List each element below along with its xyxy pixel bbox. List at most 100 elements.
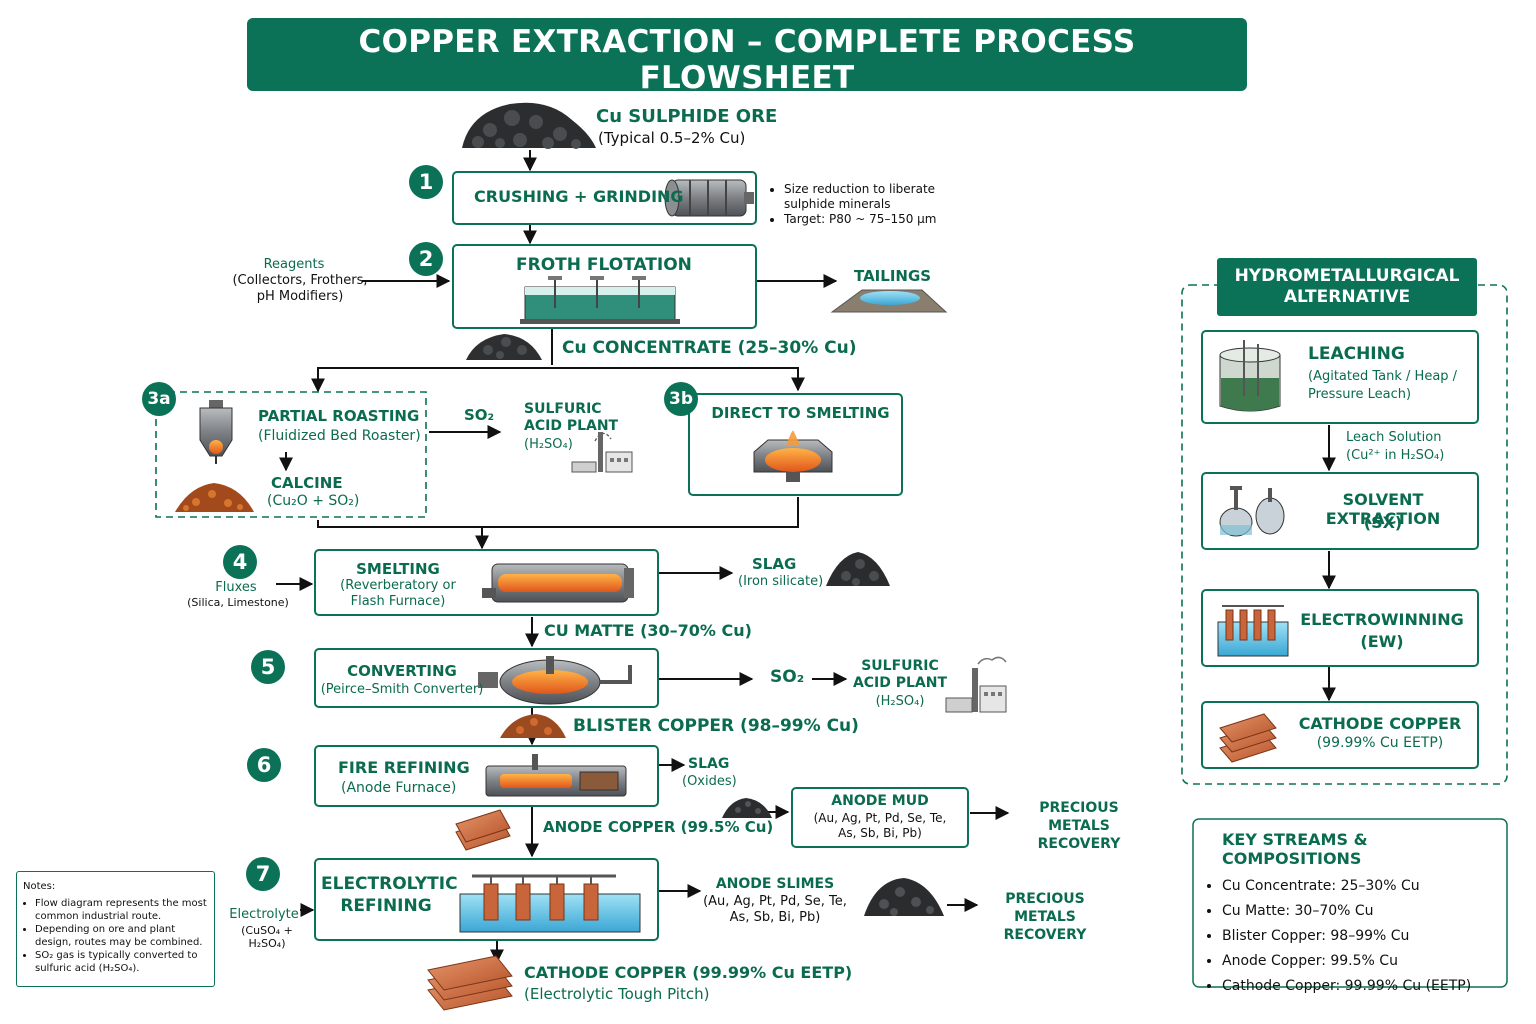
fire-refining-label: FIRE REFINING — [338, 758, 470, 777]
fluxes-label: Fluxes — [215, 580, 257, 595]
electrolytic-refining-label: ELECTROLYTIC REFINING — [321, 874, 458, 916]
reagents-label: Reagents — [263, 257, 325, 272]
acid-plant-2-formula: (H₂SO₄) — [875, 694, 925, 709]
acid-plant-factory-icon — [571, 432, 633, 473]
step-6-badge: 6 — [247, 748, 281, 782]
key-stream-item: Cu Matte: 30–70% Cu — [1222, 899, 1507, 924]
fire-refining-sub: (Anode Furnace) — [341, 780, 457, 796]
flow-arrows — [276, 150, 1336, 964]
electrolyte-formula: (CuSO₄ + H₂SO₄) — [241, 924, 293, 950]
note-item: Flow diagram represents the most common … — [35, 897, 208, 923]
froth-flotation-label: FROTH FLOTATION — [453, 255, 748, 275]
anode-mud-pile-icon — [722, 798, 772, 818]
fire-slag-detail: (Oxides) — [682, 774, 737, 789]
converting-so2-label: SO₂ — [770, 667, 805, 687]
anode-slimes-pile-icon — [864, 878, 944, 916]
reverberatory-furnace-icon — [482, 563, 634, 603]
blister-copper-pile-icon — [500, 714, 566, 738]
roaster-icon — [199, 400, 233, 464]
title-line-1: COPPER EXTRACTION – COMPLETE PROCESS FLO… — [358, 24, 1136, 96]
froth-flotation-text: FROTH FLOTATION — [516, 255, 692, 275]
key-stream-item: Cu Concentrate: 25–30% Cu — [1222, 874, 1507, 899]
crushing-note: Target: P80 ~ 75–150 µm — [784, 212, 940, 227]
step-1-badge: 1 — [409, 165, 443, 199]
notes-panel: Notes: Flow diagram represents the most … — [16, 871, 215, 987]
tailings-label: TAILINGS — [854, 267, 932, 285]
reagents-detail: (Collectors, Frothers, pH Modifiers) — [232, 273, 368, 304]
partial-roasting-label: PARTIAL ROASTING — [258, 407, 420, 425]
matte-label: CU MATTE (30–70% Cu) — [544, 621, 752, 640]
ore-label: Cu SULPHIDE ORE — [596, 106, 778, 127]
smelting-furnace-icon — [753, 430, 833, 482]
step-3a-badge: 3a — [142, 382, 176, 416]
solvent-extraction-icon — [1219, 486, 1285, 537]
anode-mud-label: ANODE MUD — [831, 793, 929, 809]
smelting-sub: (Reverberatory or Flash Furnace) — [340, 578, 456, 609]
flotation-cell-icon — [520, 276, 680, 324]
fluxes-detail: (Silica, Limestone) — [187, 596, 289, 609]
smelting-slag-detail: (Iron silicate) — [738, 574, 824, 589]
blister-copper-label: BLISTER COPPER (98–99% Cu) — [573, 716, 859, 736]
ew-label: ELECTROWINNING — [1300, 610, 1464, 629]
anode-slimes-detail: (Au, Ag, Pt, Pd, Se, Te, As, Sb, Bi, Pb) — [703, 894, 847, 925]
step-4-badge: 4 — [223, 545, 257, 579]
acid-plant-factory-icon-2 — [945, 656, 1007, 713]
tailings-pond-icon — [830, 289, 948, 313]
converting-sub: (Peirce–Smith Converter) — [320, 682, 484, 697]
key-streams-title: KEY STREAMS & COMPOSITIONS — [1222, 830, 1368, 868]
ore-pile-icon — [462, 102, 596, 149]
converting-label: CONVERTING — [347, 662, 457, 680]
partial-roasting-sub: (Fluidized Bed Roaster) — [258, 428, 421, 444]
cathode-copper-label: CATHODE COPPER (99.99% Cu EETP) — [524, 963, 853, 982]
acid-plant-2-label: SULFURIC ACID PLANT — [852, 658, 948, 691]
crushing-grinding-label: CRUSHING + GRINDING — [474, 187, 684, 206]
converter-icon — [478, 656, 632, 705]
key-stream-item: Anode Copper: 99.5% Cu — [1222, 949, 1507, 974]
electrolytic-cell-icon — [459, 874, 641, 933]
crushing-notes: Size reduction to liberate sulphide mine… — [770, 182, 940, 227]
leaching-label: LEACHING — [1308, 344, 1405, 364]
ew-abbr: (EW) — [1360, 632, 1404, 651]
key-stream-item: Blister Copper: 98–99% Cu — [1222, 924, 1507, 949]
ball-mill-icon — [664, 179, 754, 217]
hydro-cathode-sub: (99.99% Cu EETP) — [1316, 735, 1444, 751]
crushing-note: Size reduction to liberate sulphide mine… — [784, 182, 940, 212]
smelting-slag-label: SLAG — [752, 555, 797, 573]
anode-furnace-icon — [485, 754, 627, 797]
notes-title: Notes: — [23, 881, 56, 892]
anode-copper-plates-icon — [455, 809, 511, 851]
direct-smelting-label: DIRECT TO SMELTING — [711, 404, 890, 422]
title-line-2: FROM SULPHIDE ORE — [609, 97, 885, 123]
sx-abbr: (SX) — [1363, 513, 1403, 532]
dashed-frames — [155, 284, 1508, 785]
key-stream-item: Cathode Copper: 99.99% Cu (EETP) — [1222, 974, 1507, 999]
leaching-tank-icon — [1219, 340, 1281, 412]
smelting-label: SMELTING — [356, 560, 440, 578]
step-2-badge: 2 — [409, 242, 443, 276]
sx-label: SOLVENT EXTRACTION — [1325, 490, 1441, 528]
calcine-pile-icon — [175, 483, 254, 512]
leach-solution-formula: (Cu²⁺ in H₂SO₄) — [1346, 448, 1445, 463]
slag-pile-icon — [826, 552, 890, 586]
title-banner: COPPER EXTRACTION – COMPLETE PROCESS FLO… — [247, 18, 1247, 123]
acid-plant-formula: (H₂SO₄) — [524, 437, 573, 452]
precious-metals-label-1: PRECIOUS METALS RECOVERY — [1037, 800, 1121, 852]
concentrate-pile-icon — [466, 334, 542, 360]
anode-mud-detail: (Au, Ag, Pt, Pd, Se, Te, As, Sb, Bi, Pb) — [813, 811, 947, 840]
electrowinning-icon — [1217, 605, 1289, 657]
note-item: Depending on ore and plant design, route… — [35, 923, 208, 949]
anode-slimes-label: ANODE SLIMES — [715, 876, 835, 892]
leaching-sub: (Agitated Tank / Heap / Pressure Leach) — [1308, 369, 1458, 402]
hydro-cathode-sheets-icon — [1219, 713, 1277, 763]
fire-slag-label: SLAG — [688, 756, 730, 772]
roasting-so2-label: SO₂ — [464, 406, 495, 424]
electrolyte-label: Electrolyte — [229, 907, 299, 922]
calcine-formula: (Cu₂O + SO₂) — [267, 493, 360, 509]
key-streams-panel: KEY STREAMS & COMPOSITIONS Cu Concentrat… — [1193, 819, 1507, 994]
step-7-badge: 7 — [246, 857, 280, 891]
note-item: SO₂ gas is typically converted to sulfur… — [35, 949, 208, 975]
calcine-label: CALCINE — [271, 474, 343, 492]
acid-plant-label: SULFURIC ACID PLANT — [524, 401, 619, 434]
hydro-cathode-label: CATHODE COPPER — [1298, 714, 1462, 733]
